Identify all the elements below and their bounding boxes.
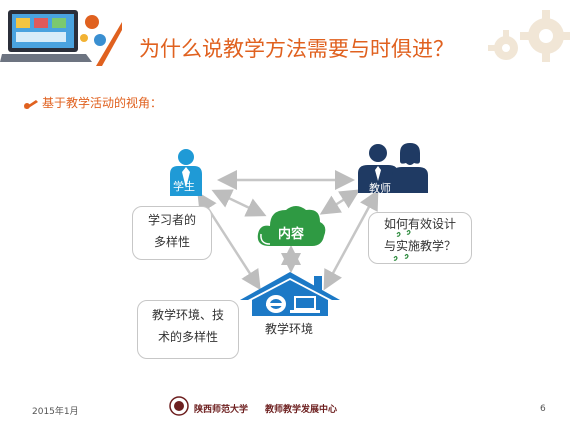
footer-center: 教师教学发展中心: [265, 405, 338, 415]
environment-box-line-1: 教学环境、技: [151, 308, 224, 322]
teacher-box-line-2: 与实施教学？: [383, 239, 456, 253]
environment-diversity-box: 教学环境、技 术的多样性: [137, 300, 239, 359]
student-label: 学生: [173, 180, 195, 193]
page-title: 为什么说教学方法需要与时俱进？: [139, 37, 454, 61]
page-number: 6: [540, 404, 546, 414]
header-laptop-image: [0, 0, 122, 72]
university-seal-icon: [169, 396, 189, 416]
footer-date: 2015年1月: [32, 407, 79, 417]
teacher-label: 教师: [369, 182, 391, 195]
content-cloud-icon: [257, 206, 326, 246]
footer-university: 陕西师范大学: [194, 405, 249, 415]
gear-decoration-icon: [488, 10, 570, 62]
student-icon: [170, 149, 202, 196]
slide-header: 为什么说教学方法需要与时俱进？: [0, 0, 577, 72]
student-box-line-2: 多样性: [153, 235, 190, 249]
environment-house-icon: [240, 272, 340, 316]
teacher-icon: [358, 143, 428, 193]
environment-label: 教学环境: [265, 322, 314, 336]
bullet-text: 基于教学活动的视角：: [42, 96, 163, 110]
teacher-design-box: 如何有效设计 与实施教学？: [368, 212, 472, 264]
student-box-line-1: 学习者的: [147, 213, 196, 227]
pointer-bullet-icon: [24, 100, 38, 109]
student-diversity-box: 学习者的 多样性: [132, 206, 212, 260]
teacher-box-line-1: 如何有效设计: [383, 217, 456, 231]
environment-box-line-2: 术的多样性: [157, 330, 218, 344]
content-label: 内容: [278, 227, 305, 242]
handwriting-annotation-icon: [393, 229, 411, 261]
